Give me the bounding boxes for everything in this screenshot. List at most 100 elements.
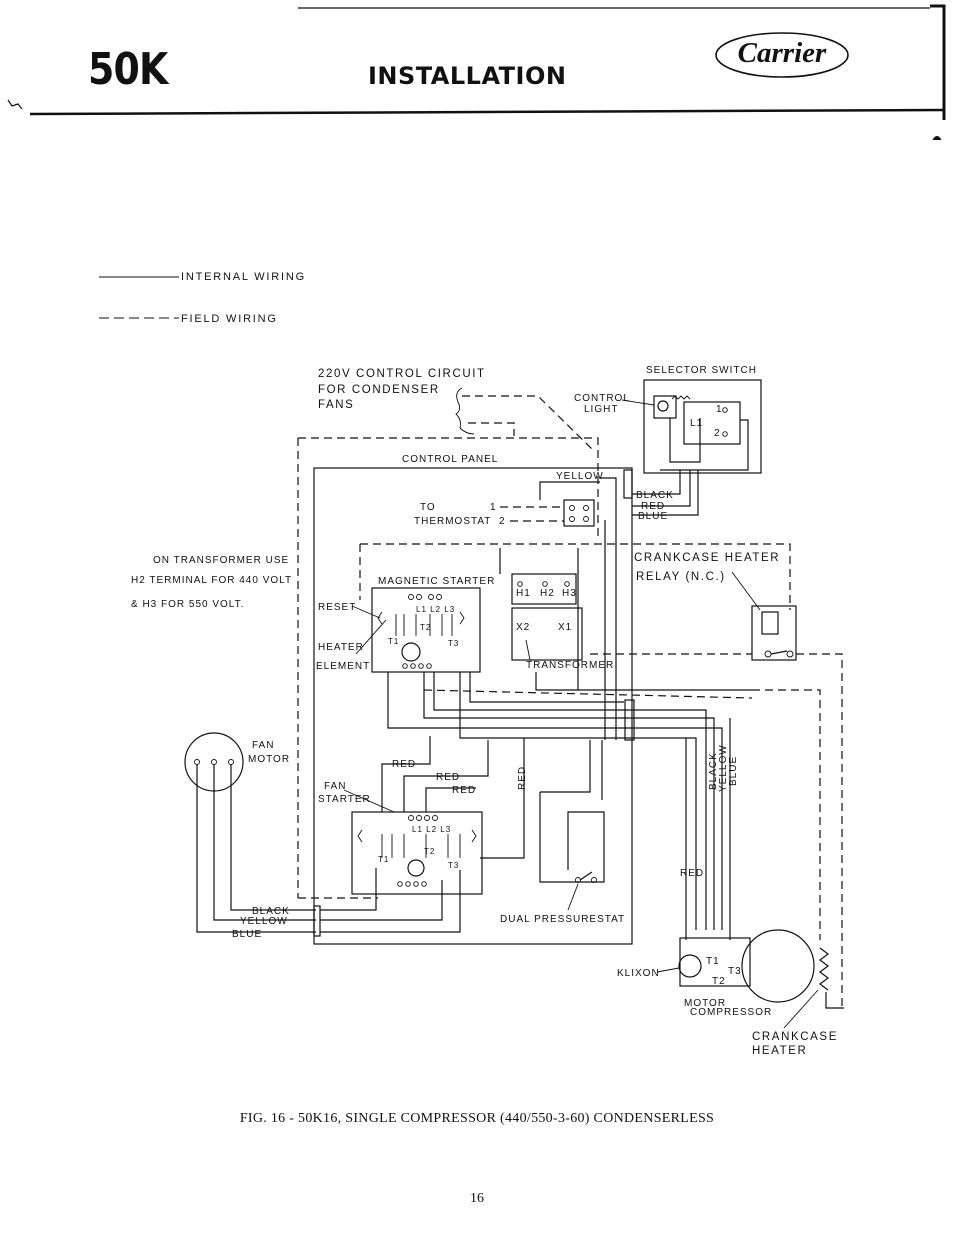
switch-contacts-box [683,401,741,445]
starter-terminal-icon [436,594,442,600]
overload-icon [357,829,477,843]
pressurestat-wire [540,740,591,793]
fan-starter-terminal-icon [413,881,419,887]
magnetic-starter-box [371,587,481,673]
compressor-feeds: BLACK YELLOW BLUE RED [680,718,739,940]
fan-starter-label-1: FAN [324,781,346,792]
h3-label: H3 [562,588,577,599]
starter-l-labels: L1 L2 L3 [416,605,455,614]
starter-t1-label: T1 [388,637,399,646]
switch-pos-2: 2 [714,428,721,439]
relay-field-wire [752,689,821,940]
switch-wiring [669,418,701,463]
transformer-wiring [499,548,579,690]
resistor-icon [671,395,691,400]
fan-starter-wire [320,870,461,933]
relay-box [751,605,797,661]
internal-wire [459,672,697,930]
red-feed-label-3: RED [452,785,476,796]
crankcase-heater-relay: CRANKCASE HEATER RELAY (N.C.) [359,543,843,1008]
red-feed-wire [425,787,476,812]
starter-terminal-icon [426,663,432,669]
selector-switch: SELECTOR SWITCH L1 1 2 CONTROL LIGHT [574,365,762,499]
switch-terminal-icon [722,407,728,413]
internal-wire [433,672,707,930]
wire-yellow-label: YELLOW [240,916,288,927]
fan-starter-terminal-icon [424,815,430,821]
motor-terminal-icon [211,759,217,765]
brace-icon [455,387,475,435]
x1-label: X1 [558,622,572,633]
fan-starter-t3-label: T3 [448,861,459,870]
selector-switch-box [643,379,762,474]
overload-icon [377,611,465,625]
internal-wire [423,672,715,930]
transformer-note-line-3: & H3 FOR 550 VOLT. [131,599,244,610]
heater-resistor-icon [819,947,829,991]
to-label: TO [420,502,436,513]
compressor-t1-label: T1 [706,956,720,967]
reset-label: RESET [318,602,356,613]
red-vertical-label: RED [517,766,528,790]
crankcase-heater-label-1: CRANKCASE [752,1031,838,1043]
relay-contact-icon [764,650,772,658]
thermostat-terminal-block [563,499,595,527]
fan-starter-leader [343,789,395,813]
red-feed-label-2: RED [436,772,460,783]
compressor-t3-label: T3 [728,966,742,977]
heater-leader [355,619,387,655]
fan-starter-box [351,811,483,895]
transformer-secondary-box [511,607,583,661]
blue-wire-label: BLUE [638,511,668,522]
fan-motor-label-1: FAN [252,740,274,751]
red-compressor-label: RED [680,868,704,879]
page-number: 16 [470,1191,484,1206]
heater-wire [825,992,844,1009]
control-wire [600,477,617,520]
control-circuit-label: 220V CONTROL CIRCUIT FOR CONDENSER FANS [318,368,596,453]
starter-terminal-icon [408,594,414,600]
fan-starter-wire [320,868,377,911]
compressor-t2-label: T2 [712,976,726,987]
page-title: INSTALLATION [368,62,567,90]
wire-grommet [624,699,635,741]
heater-label: HEATER [318,642,364,653]
switch-wiring [660,419,749,471]
relay-field-boundary [360,543,791,610]
carrier-logo: Carrier [714,30,850,80]
wire-blue-label: BLUE [232,929,262,940]
pressurestat-wire [539,792,605,883]
control-riser [604,520,617,740]
relay-contact-icon [786,650,794,658]
control-circuit-line-1: 220V CONTROL CIRCUIT [318,368,486,380]
transformer: H1 H2 H3 X2 X1 TRANSFORMER [499,548,752,691]
relay-coil-icon [761,611,779,635]
model-number: 50K [88,44,168,95]
control-panel: CONTROL PANEL YELLOW BLACK RED BLUE TO T… [297,437,699,945]
thermostat-terminal-2: 2 [499,516,506,527]
control-light-box [653,395,677,419]
reset-leader [351,605,381,619]
control-circuit-line-2: FOR CONDENSER [318,384,440,396]
terminal-icon [569,505,575,511]
wire-grommet [313,905,321,937]
internal-wire [387,672,723,930]
dual-pressurestat-label: DUAL PRESSURESTAT [500,914,625,925]
klixon-leader [656,967,680,973]
relay-field-wire [796,653,843,1008]
yellow-vertical-label: YELLOW [718,744,729,792]
pressurestat-switch-arm [579,871,593,881]
fan-circuit-field-wire [462,395,596,453]
contact-lines [381,834,461,858]
fan-starter-t2-label: T2 [424,847,435,856]
starter-terminal-icon [418,663,424,669]
transformer-wiring [535,672,752,691]
transformer-leader [525,639,531,661]
switch-terminal-icon [722,431,728,437]
control-light-label-1: CONTROL [574,393,630,404]
red-feed-wire [381,736,431,812]
pressurestat-contact-icon [591,877,597,883]
control-panel-label: CONTROL PANEL [402,454,498,465]
